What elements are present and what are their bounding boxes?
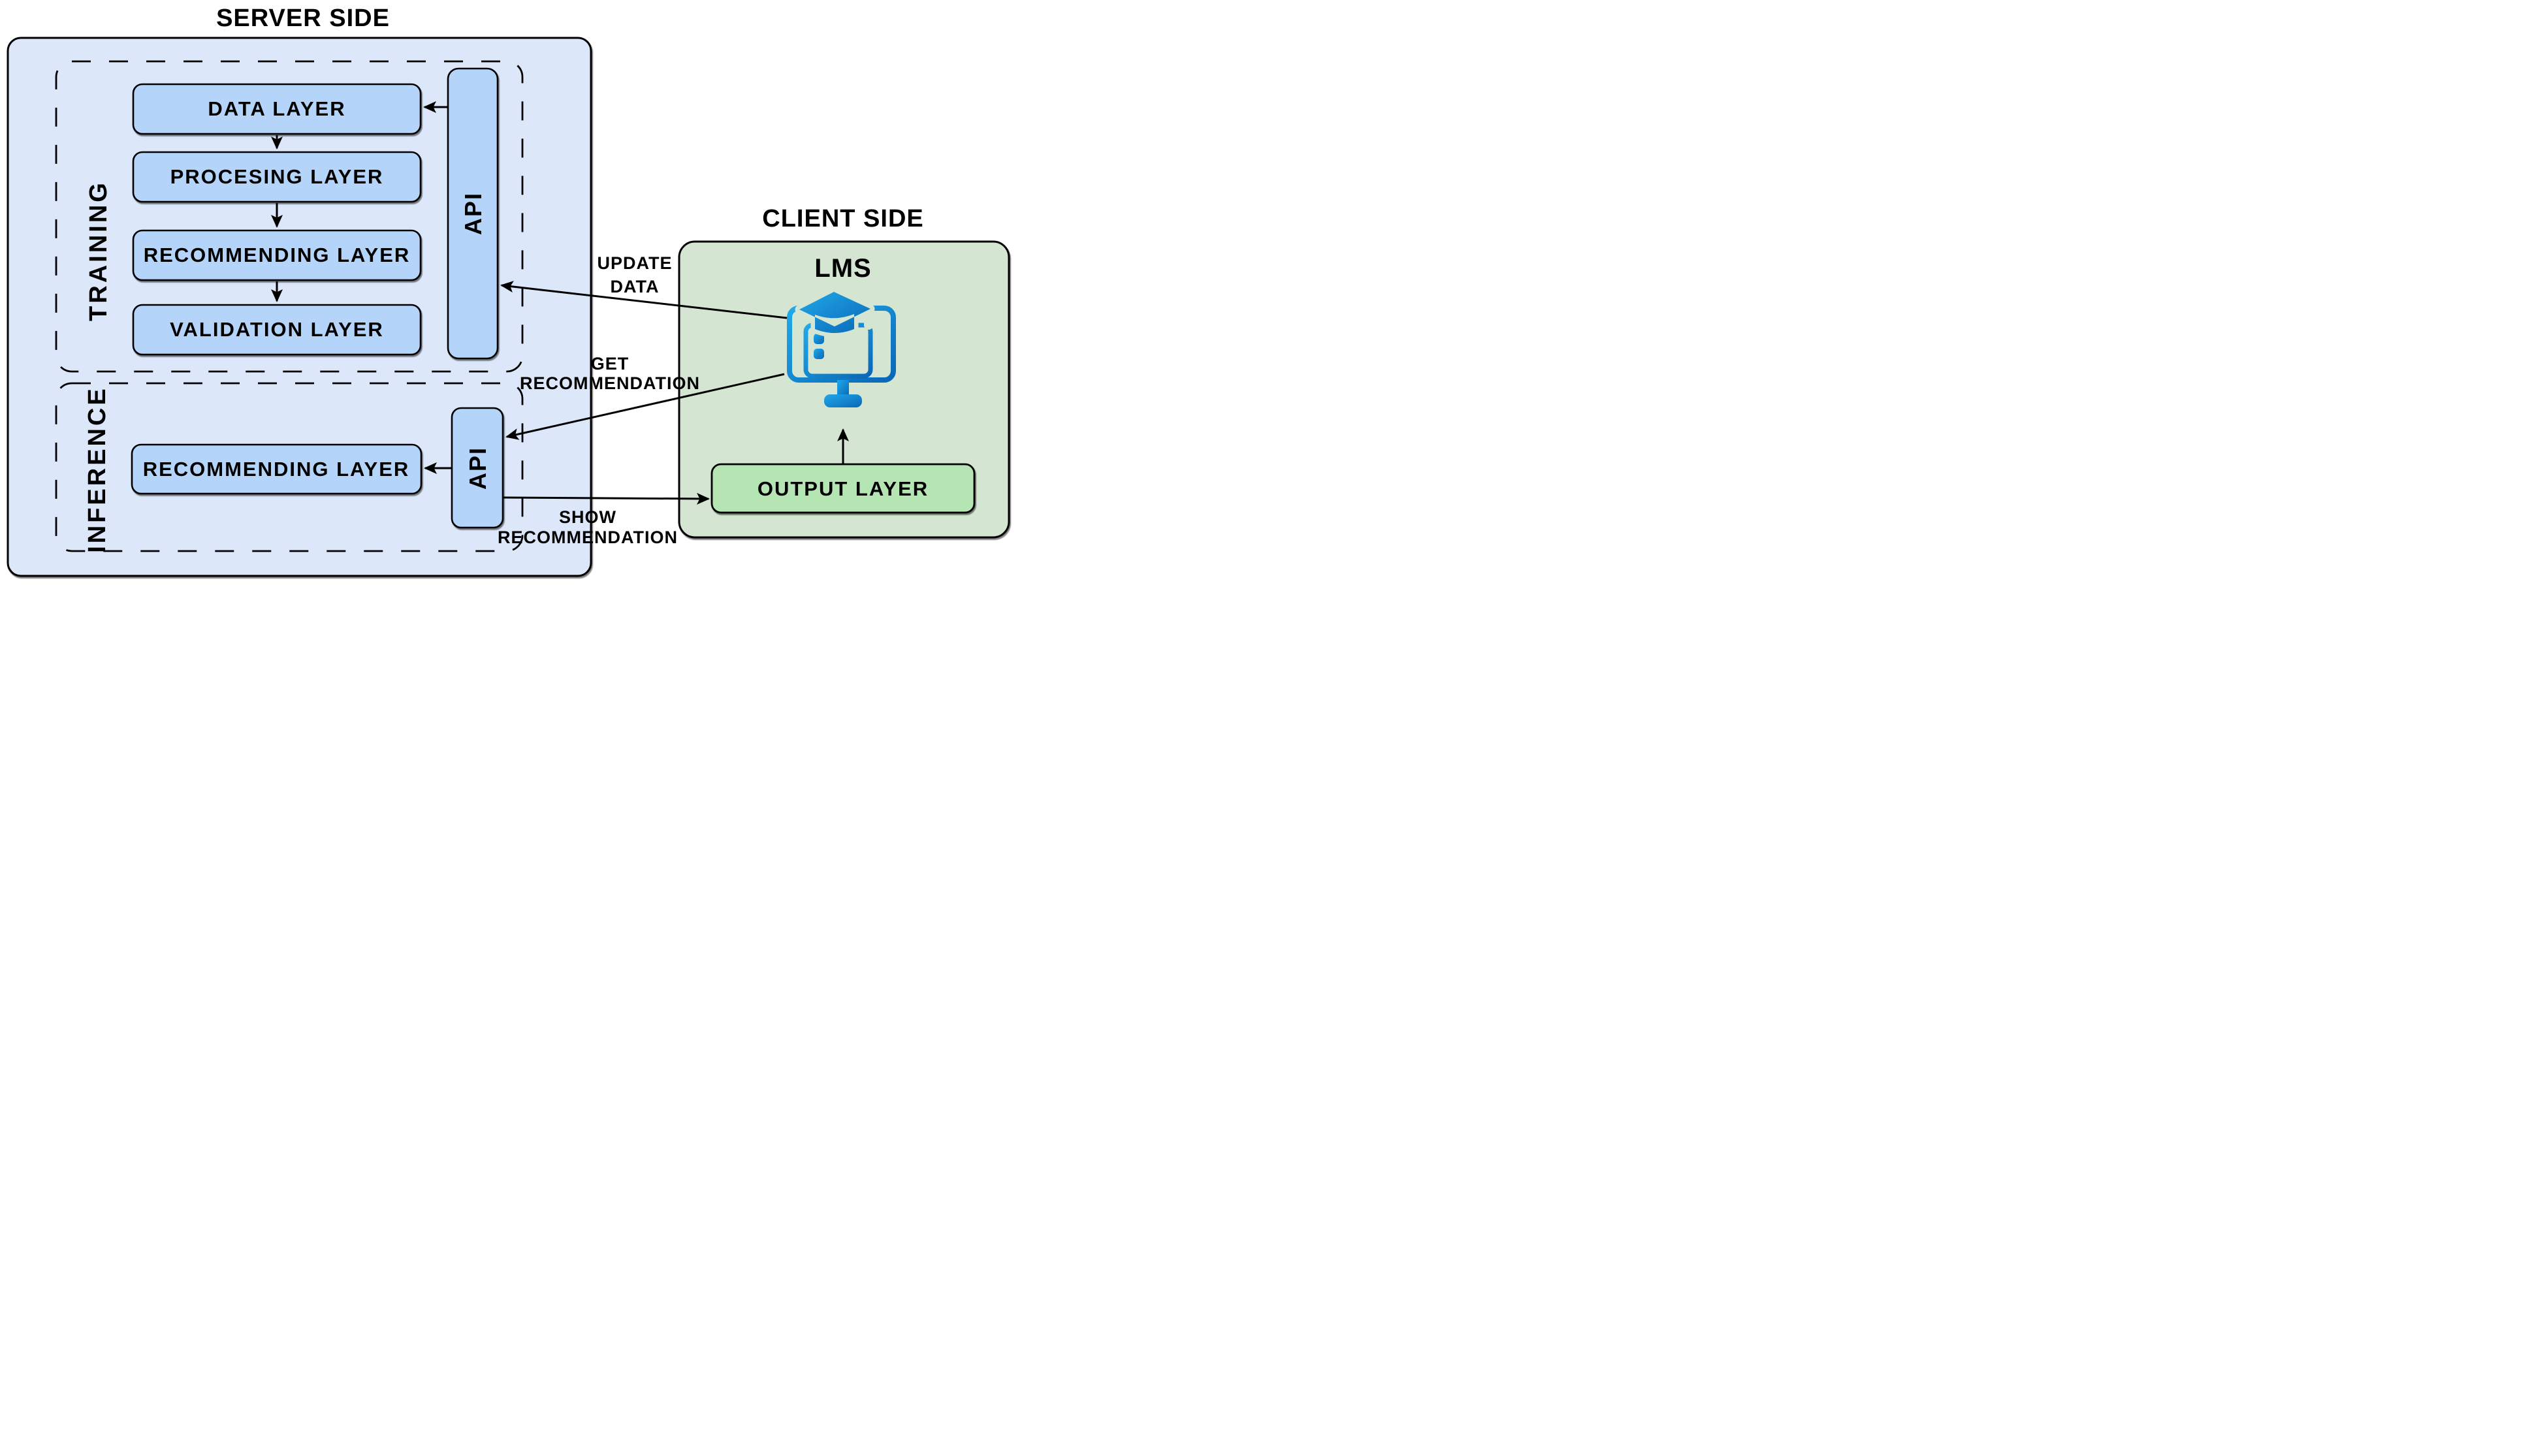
arrow-show-recommendation <box>502 492 710 505</box>
training-api-box <box>447 67 499 360</box>
get-recommendation-label-line1: GET <box>591 354 630 373</box>
inference-recommending-box <box>131 443 423 495</box>
arrow-update-data <box>500 281 788 319</box>
diagram-svg: SERVER SIDE TRAINING DATA LAYER PROCESIN… <box>7 5 1010 577</box>
get-recommendation-label: GET RECOMMENDATION <box>520 354 700 393</box>
update-data-label: UPDATE DATA <box>597 253 672 296</box>
update-data-label-line2: DATA <box>611 277 660 296</box>
get-recommendation-label-line2: RECOMMENDATION <box>520 373 700 393</box>
recommending-layer-box <box>132 229 422 281</box>
show-recommendation-label: SHOW RECOMMENDATION <box>498 507 678 547</box>
lms-label: LMS <box>814 254 871 283</box>
inference-region <box>55 382 524 552</box>
inference-label: INFERENCE <box>84 386 111 553</box>
lms-icon <box>787 287 896 407</box>
update-data-label-line1: UPDATE <box>597 253 672 273</box>
processing-layer-box <box>132 151 422 203</box>
processing-layer-label: PROCESING LAYER <box>170 165 384 188</box>
show-recommendation-label-line2: RECOMMENDATION <box>498 528 678 547</box>
data-layer-box <box>132 83 422 135</box>
card-bullet <box>814 334 824 344</box>
inference-recommending-label: RECOMMENDING LAYER <box>143 458 410 481</box>
architecture-diagram: SERVER SIDE TRAINING DATA LAYER PROCESIN… <box>0 0 1015 582</box>
training-label: TRAINING <box>85 180 112 321</box>
data-layer-label: DATA LAYER <box>208 97 345 120</box>
server-side-title: SERVER SIDE <box>216 5 390 32</box>
client-side-title: CLIENT SIDE <box>762 205 923 232</box>
training-region <box>55 60 524 373</box>
monitor-stand-base <box>824 394 862 407</box>
inference-api-label: API <box>464 447 491 490</box>
output-layer-label: OUTPUT LAYER <box>758 477 929 500</box>
recommending-layer-label: RECOMMENDING LAYER <box>144 244 411 266</box>
monitor-stand-neck <box>837 380 849 397</box>
graduation-cap <box>799 292 870 333</box>
show-recommendation-label-line1: SHOW <box>559 507 616 527</box>
training-api-label: API <box>460 192 487 235</box>
output-layer-box <box>710 463 976 514</box>
arrow-get-recommendation <box>505 373 785 440</box>
card-bullet <box>814 349 824 359</box>
validation-layer-box <box>132 304 422 356</box>
validation-layer-label: VALIDATION LAYER <box>170 318 384 341</box>
